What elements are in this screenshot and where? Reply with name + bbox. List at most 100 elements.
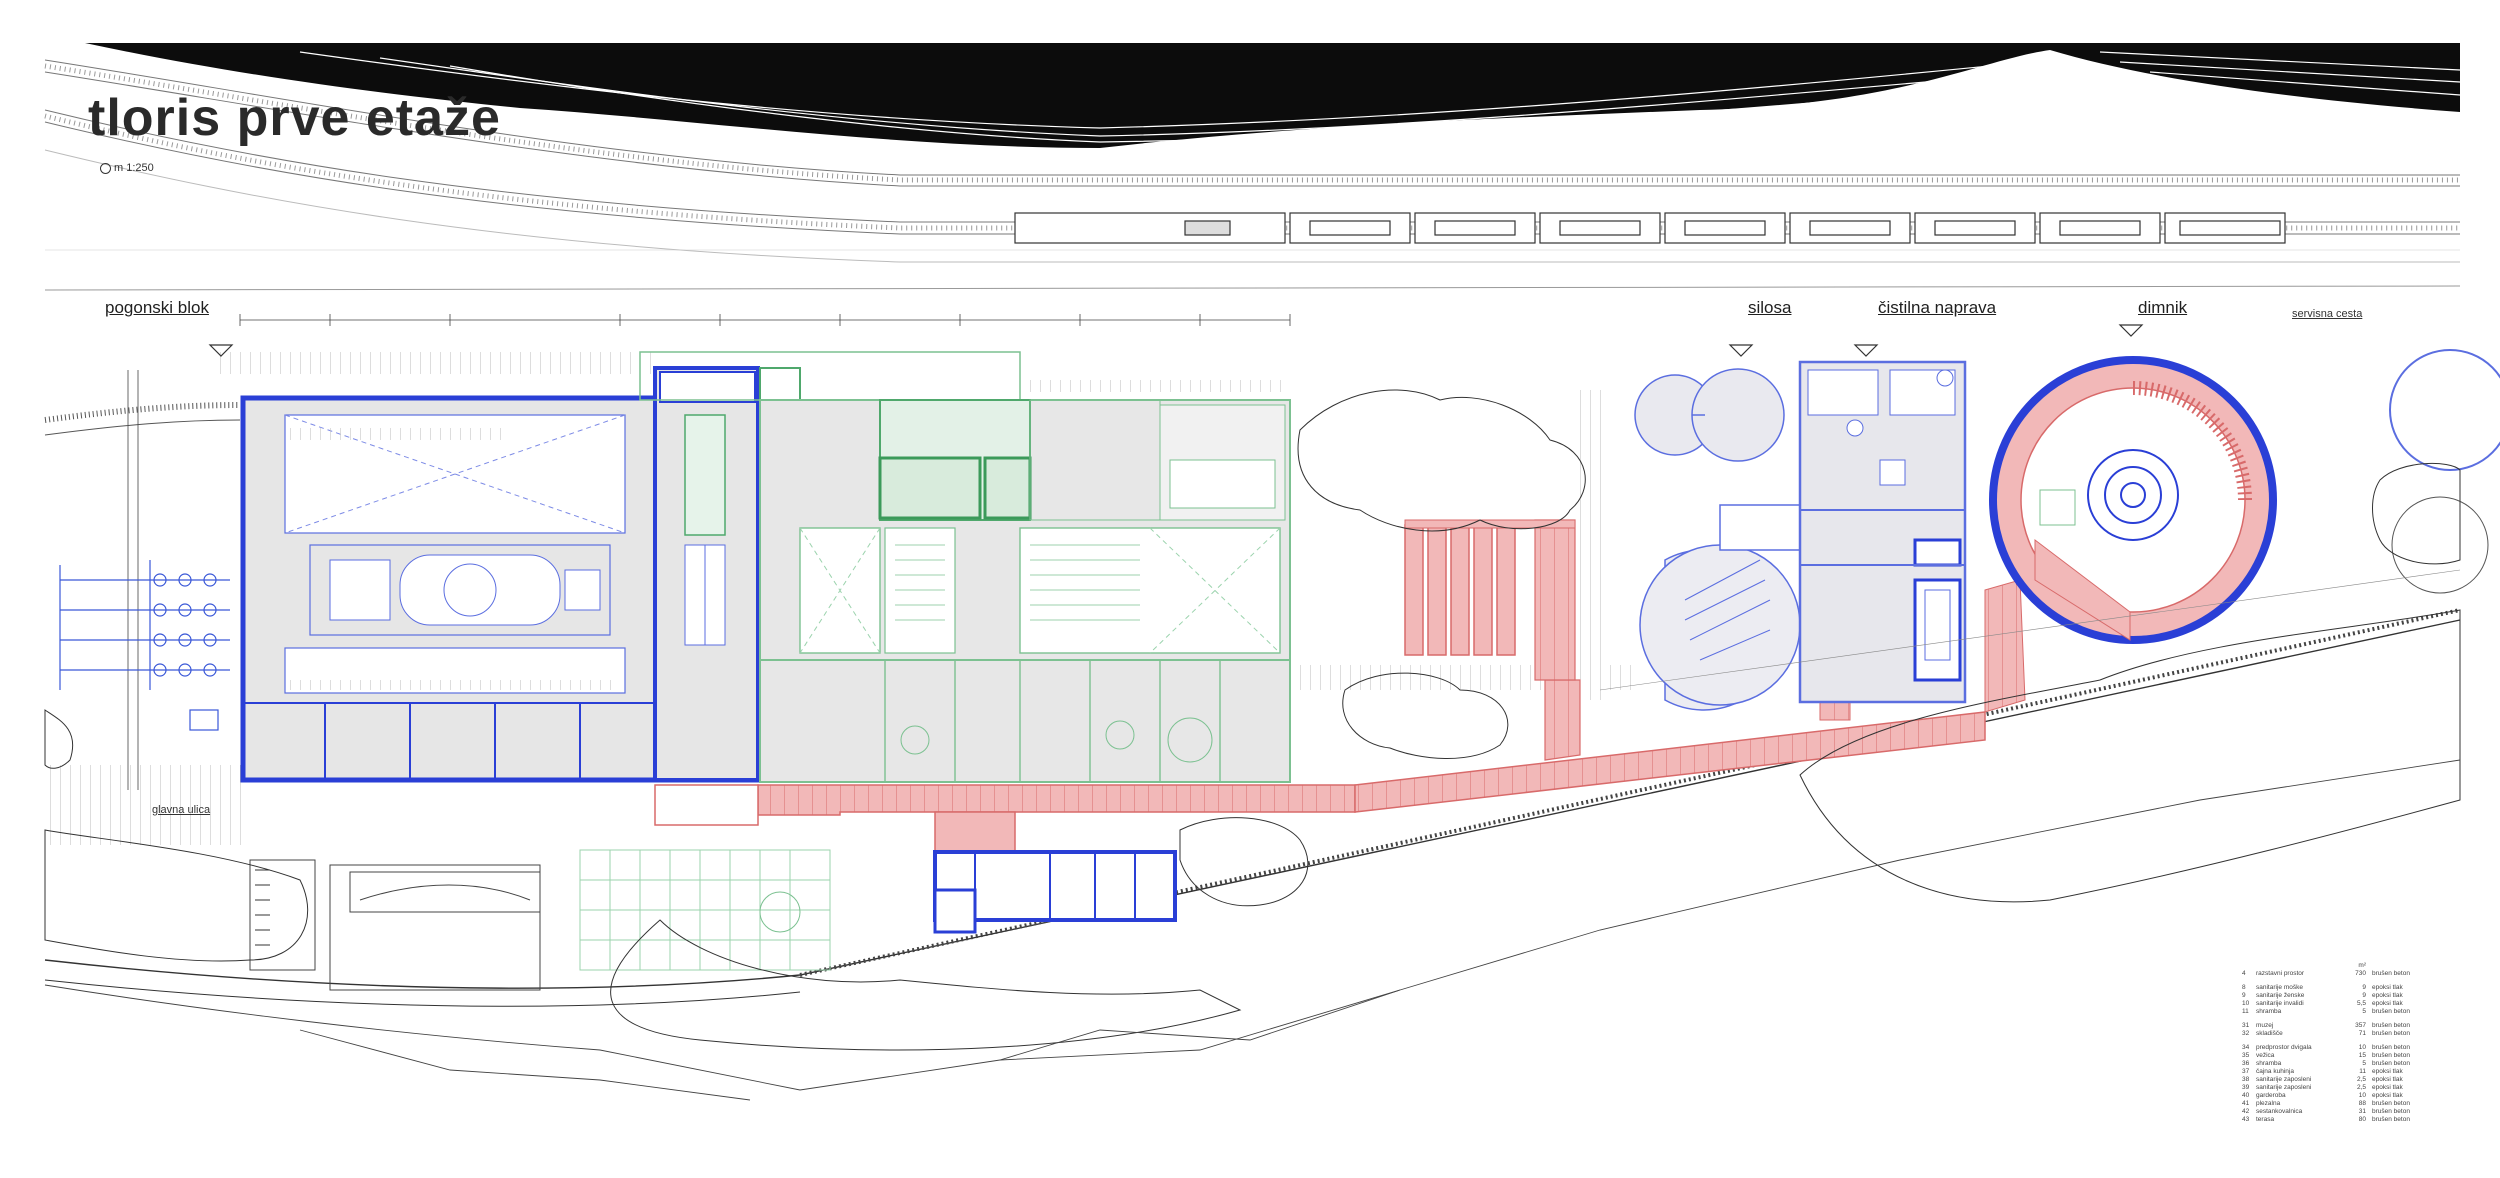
road-edge xyxy=(44,619,2461,989)
legend-name: sanitarije invalidi xyxy=(2256,1000,2304,1007)
chimney-ring xyxy=(1989,356,2277,644)
scale-label: m 1:250 xyxy=(100,162,154,174)
legend-mat: epoksi tlak xyxy=(2372,1068,2403,1075)
legend-mat: brušen beton xyxy=(2372,1030,2410,1037)
side-track xyxy=(44,402,241,423)
legend-mat: brušen beton xyxy=(2372,1044,2410,1051)
legend-mat: brušen beton xyxy=(2372,1060,2410,1067)
legend-area: 10 xyxy=(2358,1044,2366,1051)
legend-num: 34 xyxy=(2242,1044,2250,1051)
legend-name: predprostor dvigala xyxy=(2256,1044,2312,1051)
legend-area: 357 xyxy=(2355,1022,2366,1029)
legend-mat: epoksi tlak xyxy=(2372,992,2403,999)
legend-name: sanitarije moške xyxy=(2256,984,2303,991)
legend-area: 10 xyxy=(2358,1092,2366,1099)
left-park xyxy=(249,859,541,991)
legend-area: 15 xyxy=(2358,1052,2366,1059)
legend-num: 39 xyxy=(2242,1084,2250,1091)
legend-name: sanitarije zaposleni xyxy=(2256,1084,2312,1091)
green-hub xyxy=(639,351,1291,783)
legend-name: čajna kuhinja xyxy=(2256,1068,2294,1075)
label-pogonski-blok: pogonski blok xyxy=(105,298,209,317)
legend-row: 34 predprostor dvigala 10 brušen beton xyxy=(2242,1044,2412,1052)
legend-area: 80 xyxy=(2358,1116,2366,1123)
lower-slope-polygons xyxy=(44,759,2461,1101)
legend-area: 71 xyxy=(2358,1030,2366,1037)
legend-num: 10 xyxy=(2242,1000,2250,1007)
legend-header: m² xyxy=(2242,962,2412,970)
legend-num: 9 xyxy=(2242,992,2246,999)
partial-circle xyxy=(2389,349,2500,471)
legend-area: 5 xyxy=(2362,1060,2366,1067)
legend-num: 37 xyxy=(2242,1068,2250,1075)
legend-name: vežica xyxy=(2256,1052,2275,1059)
legend-area: 2,5 xyxy=(2356,1084,2366,1091)
legend-name: sestankovalnica xyxy=(2256,1108,2303,1115)
silo-structure xyxy=(1634,368,1801,711)
scale-value: m 1:250 xyxy=(114,162,154,174)
legend-mat: brušen beton xyxy=(2372,1116,2410,1123)
section-marker-icon xyxy=(208,324,2144,357)
cleaning-plant xyxy=(1798,360,1967,704)
legend-name: muzej xyxy=(2256,1022,2274,1029)
legend-num: 42 xyxy=(2242,1108,2250,1115)
legend-area: 9 xyxy=(2362,992,2366,999)
label-glavna-ulica: glavna ulica xyxy=(152,804,211,816)
legend-num: 31 xyxy=(2242,1022,2250,1029)
legend-name: plezalna xyxy=(2256,1100,2281,1107)
legend-row: 31 muzej 357 brušen beton xyxy=(2242,1022,2412,1030)
outdoor-grid xyxy=(59,560,230,731)
legend-num: 36 xyxy=(2242,1060,2250,1067)
legend-mat: epoksi tlak xyxy=(2372,1076,2403,1083)
legend-row: 38 sanitarije zaposleni 2,5 epoksi tlak xyxy=(2242,1076,2412,1084)
north-arrow-icon xyxy=(100,162,111,174)
legend-area-unit: m² xyxy=(2358,962,2366,969)
legend-row: 8 sanitarije moške 9 epoksi tlak xyxy=(2242,984,2412,992)
legend-name: terasa xyxy=(2256,1116,2275,1123)
legend-area: 2,5 xyxy=(2356,1076,2366,1083)
legend-mat: epoksi tlak xyxy=(2372,1000,2403,1007)
legend-name: shramba xyxy=(2256,1008,2282,1015)
legend-row: 10 sanitarije invalidi 5,5 epoksi tlak xyxy=(2242,1000,2412,1008)
legend-mat: brušen beton xyxy=(2372,1022,2410,1029)
railway-tracks xyxy=(44,59,2461,291)
tree-icon xyxy=(44,389,2461,1051)
paving-stripes xyxy=(215,352,655,374)
legend-num: 35 xyxy=(2242,1052,2250,1059)
legend-area: 5 xyxy=(2362,1008,2366,1015)
train-icon xyxy=(1014,212,2286,244)
legend-num: 38 xyxy=(2242,1076,2250,1083)
legend-area: 9 xyxy=(2362,984,2366,991)
label-cistilna-naprava: čistilna naprava xyxy=(1878,298,1997,317)
label-silosa: silosa xyxy=(1748,298,1792,317)
terrain-contour-lines xyxy=(299,51,2461,143)
legend-mat: epoksi tlak xyxy=(2372,984,2403,991)
lower-annex xyxy=(933,850,1177,934)
legend-name: sanitarije zaposleni xyxy=(2256,1076,2312,1083)
legend-name: garderoba xyxy=(2256,1092,2286,1099)
legend-name: skladišče xyxy=(2256,1030,2283,1037)
legend-num: 8 xyxy=(2242,984,2246,991)
legend-mat: epoksi tlak xyxy=(2372,1092,2403,1099)
legend-mat: brušen beton xyxy=(2372,970,2410,977)
hillside-terrain xyxy=(85,43,2460,148)
legend-num: 11 xyxy=(2242,1008,2249,1015)
legend-area: 31 xyxy=(2358,1108,2366,1115)
legend-mat: brušen beton xyxy=(2372,1100,2410,1107)
legend-num: 41 xyxy=(2242,1100,2250,1107)
dimension-line xyxy=(239,314,1291,326)
legend-area: 5,5 xyxy=(2356,1000,2366,1007)
